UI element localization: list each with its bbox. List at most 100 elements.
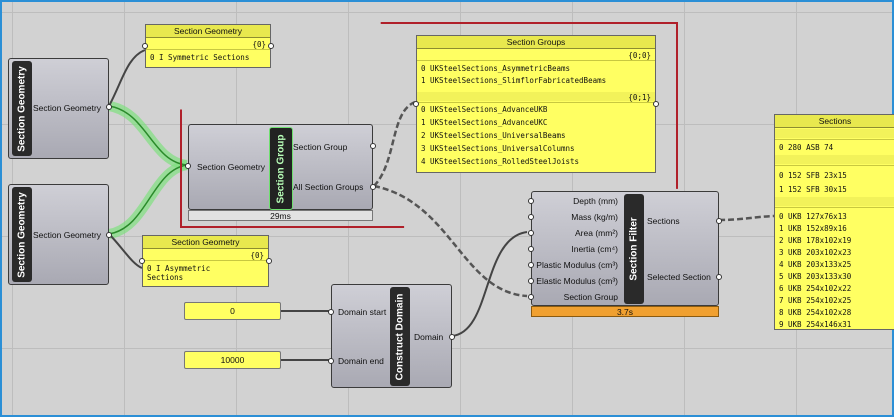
input-grip-end[interactable] [328, 358, 334, 364]
panel-input-grip[interactable] [142, 43, 148, 49]
panel-row: 3 UKB 203x102x23 [779, 248, 852, 257]
input-grip-area[interactable] [528, 230, 534, 236]
input-label-inertia: Inertia (cm⁴) [571, 244, 618, 254]
panel-row: 8 UKB 254x102x28 [779, 308, 852, 317]
output-label-domain: Domain [414, 332, 444, 342]
input-grip-plastic[interactable] [528, 262, 534, 268]
input-grip-start[interactable] [328, 309, 334, 315]
panel-input-grip[interactable] [413, 101, 419, 107]
wire-highlight-2 [107, 160, 189, 239]
wire-to-sg-bottom [108, 233, 143, 269]
panel-output-grip[interactable] [266, 258, 272, 264]
branch-path-2: {0;1} [628, 93, 651, 102]
section-groups-panel[interactable]: Section Groups {0;0} 0 UKSteelSections_A… [413, 35, 659, 173]
panel-input-grip[interactable] [139, 258, 145, 264]
input-label-elastic-modulus: Elastic Modulus (cm³) [536, 276, 618, 286]
output-grip-1[interactable] [370, 143, 376, 149]
input-label-area: Area (mm²) [575, 228, 618, 238]
panel-row: 1 UKSteelSections_AdvanceUKC [421, 118, 548, 127]
output-label-selected-section: Selected Section [647, 272, 711, 282]
input-label-mass: Mass (kg/m) [571, 212, 618, 222]
section-geometry-component-2[interactable]: Section Geometry Section Geometry [8, 184, 112, 285]
output-grip-sections[interactable] [716, 218, 722, 224]
panel-row: 5 UKB 203x133x30 [779, 272, 852, 281]
construct-domain-component[interactable]: Construct Domain Domain start Domain end… [328, 284, 455, 388]
output-label-all-section-groups: All Section Groups [293, 182, 364, 192]
panel-row: 0 UKSteelSections_AdvanceUKB [421, 105, 548, 114]
input-grip-mass[interactable] [528, 214, 534, 220]
panel-title: Section Geometry [143, 236, 268, 249]
input-label-domain-start: Domain start [338, 307, 387, 317]
panel-row: 2 UKSteelSections_UniversalBeams [421, 131, 566, 140]
panel-row: 0 I Symmetric Sections [150, 53, 250, 62]
section-group-timer: 29ms [188, 210, 373, 221]
slider-value: 10000 [220, 355, 245, 365]
panel-row: 4 UKB 203x133x25 [779, 260, 852, 269]
wire-to-sg-top [108, 49, 146, 107]
section-filter-component[interactable]: Section Filter Depth (mm) Mass (kg/m) Ar… [528, 191, 722, 306]
section-geometry-panel-bottom[interactable]: Section Geometry {0} 0 I Asymmetric Sect… [139, 235, 272, 287]
panel-row: 0 UKB 127x76x13 [779, 212, 847, 221]
branch-path-1: {0;0} [628, 51, 651, 60]
input-grip-elastic[interactable] [528, 278, 534, 284]
panel-row: 6 UKB 254x102x22 [779, 284, 852, 293]
domain-end-slider[interactable]: 10000 [184, 351, 281, 369]
panel-row: 4 UKSteelSections_RolledSteelJoists [421, 157, 580, 166]
input-grip-inertia[interactable] [528, 246, 534, 252]
panel-row: 0 I Asymmetric [147, 264, 211, 273]
input-label-depth: Depth (mm) [573, 196, 618, 206]
output-grip-2[interactable] [370, 184, 376, 190]
output-label-section-group: Section Group [293, 142, 348, 152]
panel-row: 0 UKSteelSections_AsymmetricBeams [421, 64, 571, 73]
output-label: Section Geometry [33, 103, 102, 113]
panel-row: 0 152 SFB 23x15 [779, 171, 847, 180]
component-name: Construct Domain [394, 293, 406, 380]
wire-domain-area [451, 231, 528, 337]
input-grip-depth[interactable] [528, 198, 534, 204]
wire-to-sections-panel [718, 214, 775, 222]
input-label-domain-end: Domain end [338, 356, 384, 366]
slider-value: 0 [230, 306, 235, 316]
component-name-tab: Construct Domain [390, 287, 410, 386]
input-grip[interactable] [185, 163, 191, 169]
branch-path: {0} [252, 40, 266, 49]
component-name-tab: Section Group [269, 127, 293, 210]
wire-highlight-1 [107, 101, 188, 170]
panel-row: Sections [147, 273, 184, 282]
component-name-tab: Section Geometry [12, 187, 32, 282]
panel-row: 3 UKSteelSections_UniversalColumns [421, 144, 575, 153]
input-grip-section-group[interactable] [528, 294, 534, 300]
input-label: Section Geometry [197, 162, 266, 172]
sections-panel[interactable]: Sections 0 280 ASB 74 0 152 SFB 23x15 1 … [774, 114, 894, 330]
component-name: Section Geometry [16, 191, 28, 278]
panel-title: Section Geometry [146, 25, 270, 38]
section-filter-timer: 3.7s [531, 306, 719, 317]
panel-row: 2 UKB 178x102x19 [779, 236, 852, 245]
component-name-tab: Section Filter [624, 194, 644, 304]
input-label-plastic-modulus: Plastic Modulus (cm³) [536, 260, 618, 270]
component-name-tab: Section Geometry [12, 61, 32, 156]
output-grip[interactable] [106, 232, 112, 238]
section-group-component[interactable]: Section Group Section Geometry Section G… [185, 124, 376, 210]
section-geometry-panel-top[interactable]: Section Geometry {0} 0 I Symmetric Secti… [142, 24, 274, 68]
panel-title: Section Groups [417, 36, 655, 49]
output-grip[interactable] [106, 104, 112, 110]
panel-row: 0 280 ASB 74 [779, 143, 834, 152]
output-label-sections: Sections [647, 216, 680, 226]
component-name: Section Geometry [16, 65, 28, 152]
domain-start-slider[interactable]: 0 [184, 302, 281, 320]
panel-title: Sections [775, 115, 894, 128]
output-grip-selected[interactable] [716, 274, 722, 280]
panel-row: 1 UKB 152x89x16 [779, 224, 847, 233]
component-name: Section Group [275, 134, 287, 203]
output-grip-domain[interactable] [449, 334, 455, 340]
component-name: Section Filter [628, 217, 640, 281]
output-label: Section Geometry [33, 230, 102, 240]
panel-row: 1 UKSteelSections_SlimflorFabricatedBeam… [421, 76, 607, 85]
section-geometry-component-1[interactable]: Section Geometry Section Geometry [8, 58, 112, 159]
panel-output-grip[interactable] [653, 101, 659, 107]
input-label-section-group: Section Group [563, 292, 618, 302]
panel-output-grip[interactable] [268, 43, 274, 49]
branch-path: {0} [250, 251, 264, 260]
